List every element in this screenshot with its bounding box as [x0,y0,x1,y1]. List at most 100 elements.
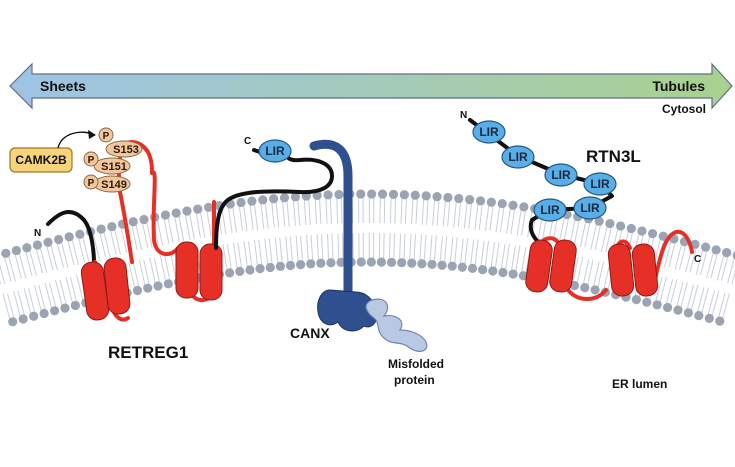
lipid-head-cytosolic [54,234,64,245]
lipid-tail [442,197,447,227]
lipid-tail [331,233,334,263]
lipid-tail [731,270,735,284]
rtn3l-lir-domain [544,163,578,187]
lipid-head-lumenal [488,266,498,276]
lipid-head-cytosolic [732,251,735,260]
canx-cytosolic-tail [309,139,353,297]
lipid-tail [325,194,328,224]
retreg1-c-terminus: C [244,136,251,147]
lipid-tail [654,276,663,305]
retreg1-lir-label: LIR [265,144,285,158]
lipid-tail [706,290,716,319]
lipid-tail [102,228,111,258]
lipid-head-cytosolic [605,218,615,229]
lipid-tail [39,244,48,274]
lipid-tail [453,198,458,228]
lipid-tail [727,255,735,284]
lipid-tail [337,233,340,263]
lipid-tail [398,233,402,263]
tubules-label: Tubules [652,78,705,94]
lipid-tail [484,202,490,232]
lipid-tail [586,259,594,288]
retreg1-lir-domain [258,139,292,163]
phospho-s151 [83,151,99,167]
lipid-tail [690,284,699,313]
retreg1-name: RETREG1 [108,343,188,362]
lipid-head-lumenal [590,285,600,295]
lipid-tail [138,259,147,289]
lipid-tail [717,292,726,322]
rtn3l-tm-helix-3 [607,243,635,297]
lipid-tail [711,290,720,319]
kinase-arrowhead [88,130,96,139]
lipid-tail [700,287,709,316]
lipid-tail [318,195,322,225]
lipid-tail [28,247,37,276]
retreg1-tm-helix-2 [103,257,131,315]
lipid-head-cytosolic [410,190,420,200]
lipid-tail [463,199,468,229]
lipid-tail [113,226,122,255]
lipid-tail [433,235,437,265]
lipid-head-cytosolic [128,217,138,227]
rtn3l-lir-label: LIR [479,125,499,139]
lipid-tail [426,195,429,225]
rtn3l-name: RTN3L [586,147,641,166]
canx-name: CANX [290,325,330,341]
rtn3l-lir-domain [573,196,607,220]
lipid-tail [421,195,425,225]
canx-protein: CANX Misfolded protein [290,139,444,387]
er-lumen-label: ER lumen [612,377,667,391]
lipid-tail [474,200,479,230]
lipid-head-lumenal [580,283,590,293]
lipid-head-cytosolic [193,204,203,214]
lipid-tail [59,279,68,309]
lipid-tail [447,197,451,227]
rtn3l-lir-label: LIR [540,203,560,217]
lipid-head-lumenal [49,306,60,316]
lipid-tail [520,247,527,276]
lipid-tail [24,247,33,276]
lipid-tail [341,233,344,263]
lipid-tail [459,238,464,268]
lipid-head-cytosolic [290,192,300,202]
lipid-tail [130,221,138,251]
lipid-tail [173,212,180,242]
lipid-tail [233,242,239,272]
lipid-tail [679,281,688,311]
lipid-tail [520,206,527,236]
lipid-tail [474,239,479,269]
lipid-tail [720,252,730,281]
lipid-head-cytosolic [443,192,453,203]
lipid-tail [145,219,153,248]
misfolded-protein-line-1: Misfolded [388,357,444,371]
lipid-tail [576,256,584,286]
lipid-tail [696,287,705,316]
lipid-head-lumenal [356,257,366,267]
lipid-tail [695,246,704,276]
lipid-tail [264,238,269,268]
misfolded-protein-shape [365,298,428,352]
lipid-tail [453,237,458,267]
lipid-tail [403,233,406,263]
lipid-tail [285,236,289,266]
retreg1-n-terminus: N [34,228,41,239]
lipid-head-cytosolic [171,208,181,218]
lipid-tail [340,194,343,224]
lipid-tail [490,242,496,272]
lipid-head-cytosolic [96,224,106,234]
lipid-tail [489,202,495,232]
camk2b-kinase [9,147,73,173]
lipid-tail [443,236,448,266]
lipid-tail [495,203,501,233]
rtn3l-tm-linker [538,229,694,301]
lipid-head-cytosolic [334,189,344,200]
rtn3l-lir-domain [501,145,535,169]
lipid-tail [352,233,354,263]
lipid-head-lumenal [265,262,275,273]
lipid-tail [23,288,32,317]
lipid-tail [205,207,212,237]
lipid-head-lumenal [39,308,49,319]
lipid-tail [668,238,677,268]
